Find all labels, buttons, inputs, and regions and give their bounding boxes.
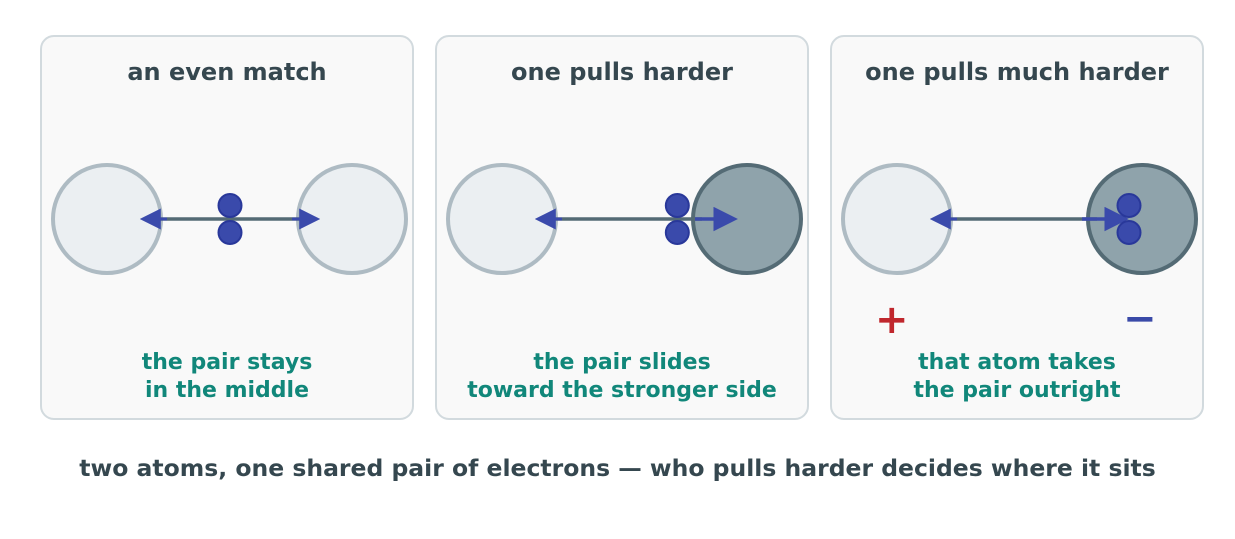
caption-line-1: that atom takes	[918, 350, 1116, 375]
panel-caption: the pair slides toward the stronger side	[437, 349, 807, 405]
caption-line-2: in the middle	[144, 378, 310, 403]
panel-title: an even match	[127, 58, 327, 86]
panel-caption: that atom takes the pair outright	[832, 349, 1202, 405]
caption-line-1: the pair stays	[141, 350, 313, 375]
panel-title: one pulls much harder	[865, 58, 1169, 86]
panel-one-pulls-much-harder: one pulls much harder + − that atom take…	[830, 35, 1204, 420]
panel-even-match: an even match the pair stays in the midd…	[40, 35, 414, 420]
electron-2	[217, 220, 243, 245]
caption-line-2: the pair outright	[913, 378, 1121, 403]
positive-charge-sign: +	[875, 297, 909, 343]
negative-charge-sign: −	[1123, 296, 1157, 342]
bond-diagram	[51, 163, 408, 275]
caption-line-1: the pair slides	[533, 350, 711, 375]
bond-diagram	[841, 163, 1198, 275]
bond-diagram	[446, 163, 803, 275]
caption-line-2: toward the stronger side	[467, 378, 777, 403]
footer-caption: two atoms, one shared pair of electrons …	[79, 454, 1156, 482]
electron-2	[664, 220, 690, 245]
electron-1	[664, 193, 690, 218]
panel-one-pulls-harder: one pulls harder the pair slides toward …	[435, 35, 809, 420]
electron-2	[1116, 220, 1142, 245]
panel-caption: the pair stays in the middle	[42, 349, 412, 405]
panel-title: one pulls harder	[511, 58, 733, 86]
electron-1	[1116, 193, 1142, 218]
electron-1	[217, 193, 243, 218]
